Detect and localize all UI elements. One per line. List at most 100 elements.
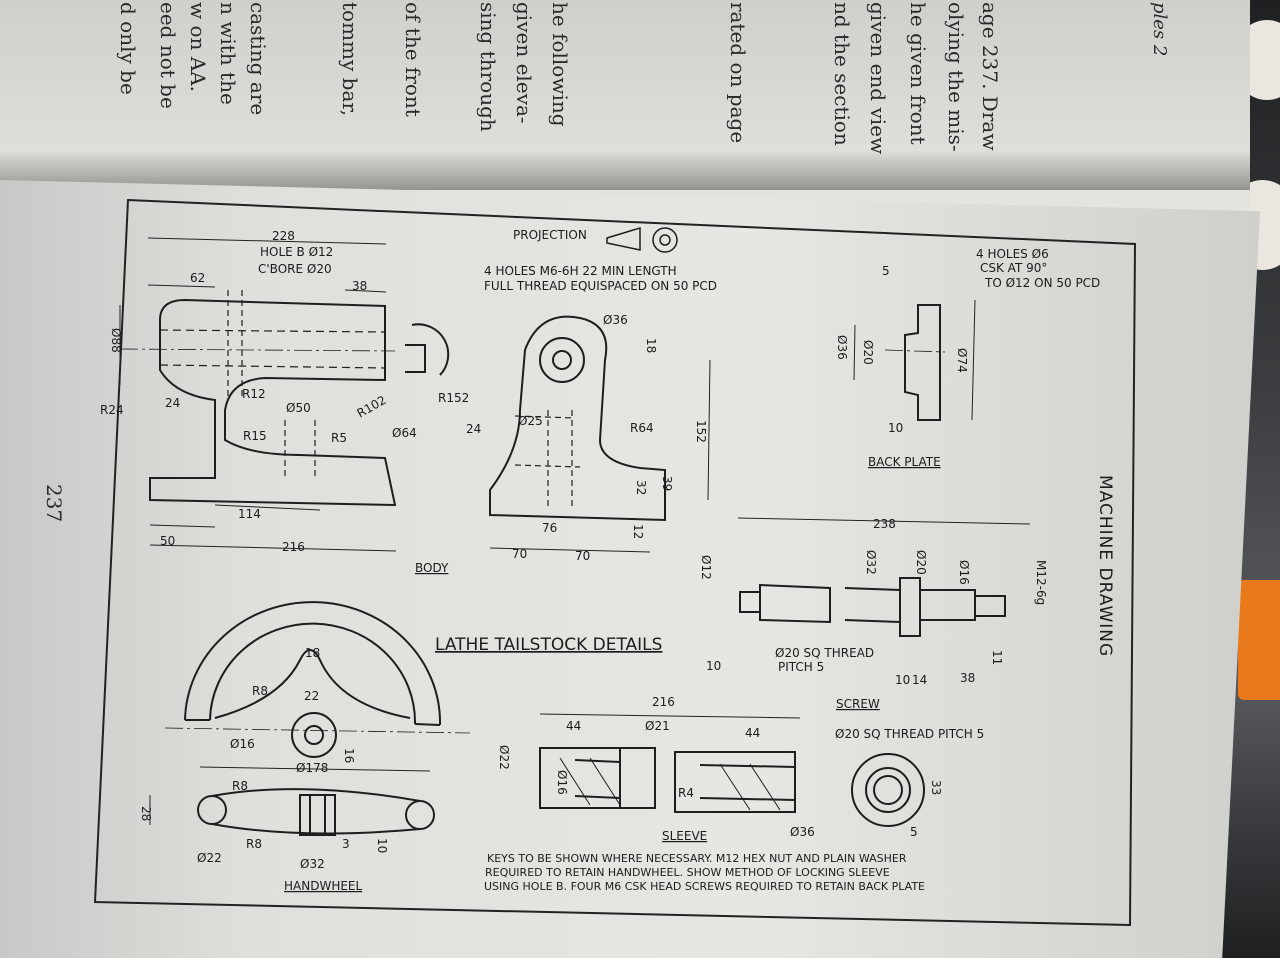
handwheel-front xyxy=(164,601,471,758)
svg-text:PITCH 5: PITCH 5 xyxy=(778,660,824,674)
svg-text:HOLE B Ø12: HOLE B Ø12 xyxy=(260,245,333,259)
svg-text:32: 32 xyxy=(634,480,648,495)
svg-text:Ø22: Ø22 xyxy=(497,745,511,770)
sleeve-dim-lines xyxy=(539,713,801,719)
svg-text:39: 39 xyxy=(660,476,674,491)
section-symbol xyxy=(405,323,450,376)
svg-text:14: 14 xyxy=(912,673,927,687)
svg-text:Ø16: Ø16 xyxy=(555,770,569,795)
svg-text:18: 18 xyxy=(305,646,320,660)
svg-text:R152: R152 xyxy=(438,391,469,405)
projection-symbol xyxy=(606,226,678,253)
svg-text:Ø50: Ø50 xyxy=(286,401,311,415)
svg-text:R64: R64 xyxy=(630,421,654,435)
svg-text:Ø178: Ø178 xyxy=(296,761,328,775)
svg-text:Ø32: Ø32 xyxy=(300,857,325,871)
back-plate-dim-lines xyxy=(853,299,976,421)
svg-text:R8: R8 xyxy=(232,779,248,793)
projection-notes: PROJECTION 4 HOLES M6-6H 22 MIN LENGTH F… xyxy=(484,228,717,293)
svg-text:SLEEVE: SLEEVE xyxy=(662,829,707,843)
svg-text:5: 5 xyxy=(910,825,918,839)
svg-text:R5: R5 xyxy=(331,431,347,445)
svg-text:Ø32: Ø32 xyxy=(864,550,878,575)
body-elevation xyxy=(119,290,397,507)
screw xyxy=(739,577,1006,637)
svg-text:10: 10 xyxy=(375,838,389,853)
svg-text:KEYS TO BE SHOWN WHERE NECESSA: KEYS TO BE SHOWN WHERE NECESSARY. M12 HE… xyxy=(487,852,907,865)
svg-text:Ø88: Ø88 xyxy=(109,328,123,353)
handwheel-side xyxy=(197,788,435,836)
svg-text:Ø64: Ø64 xyxy=(392,426,417,440)
svg-text:USING HOLE B. FOUR M6 CSK HEAD: USING HOLE B. FOUR M6 CSK HEAD SCREWS RE… xyxy=(484,880,925,893)
svg-text:M12-6g: M12-6g xyxy=(1034,560,1048,605)
back-plate xyxy=(884,304,946,421)
sleeve xyxy=(539,747,925,827)
body-dimension-lines xyxy=(119,237,397,552)
svg-text:R8: R8 xyxy=(246,837,262,851)
drawing-title: LATHE TAILSTOCK DETAILS xyxy=(435,635,662,655)
svg-text:BODY: BODY xyxy=(415,561,449,575)
svg-text:Ø25: Ø25 xyxy=(518,414,543,428)
svg-text:10: 10 xyxy=(706,659,721,673)
svg-text:Ø74: Ø74 xyxy=(955,348,969,373)
svg-text:12: 12 xyxy=(631,524,645,539)
back-plate-texts: 4 HOLES Ø6 CSK AT 90° TO Ø12 ON 50 PCD 5… xyxy=(835,247,1100,469)
svg-text:FULL THREAD EQUISPACED ON 50 P: FULL THREAD EQUISPACED ON 50 PCD xyxy=(484,279,717,293)
svg-text:C'BORE Ø20: C'BORE Ø20 xyxy=(258,262,332,276)
svg-text:38: 38 xyxy=(960,671,975,685)
svg-text:Ø36: Ø36 xyxy=(790,825,815,839)
svg-text:R15: R15 xyxy=(243,429,267,443)
handwheel-texts: 18 R8 22 Ø16 16 Ø178 R8 28 R8 3 10 Ø22 Ø… xyxy=(139,646,389,893)
svg-text:216: 216 xyxy=(282,540,305,554)
svg-text:18: 18 xyxy=(644,338,658,353)
svg-text:28: 28 xyxy=(139,806,153,821)
svg-text:Ø20 SQ THREAD: Ø20 SQ THREAD xyxy=(775,646,874,660)
body-end-dim-lines xyxy=(489,359,711,553)
svg-text:R24: R24 xyxy=(100,403,124,417)
svg-text:R8: R8 xyxy=(252,684,268,698)
orange-sticker xyxy=(1238,580,1280,700)
svg-text:R4: R4 xyxy=(678,786,694,800)
svg-text:BACK PLATE: BACK PLATE xyxy=(868,455,941,469)
svg-text:238: 238 xyxy=(873,517,896,531)
svg-text:24: 24 xyxy=(466,422,481,436)
svg-text:Ø21: Ø21 xyxy=(645,719,670,733)
svg-text:76: 76 xyxy=(542,521,557,535)
svg-text:216: 216 xyxy=(652,695,675,709)
svg-text:PROJECTION: PROJECTION xyxy=(513,228,587,242)
right-page xyxy=(0,180,1260,958)
sleeve-texts: 216 44 Ø21 44 Ø20 SQ THREAD PITCH 5 Ø22 … xyxy=(497,695,984,843)
keys-note: KEYS TO BE SHOWN WHERE NECESSARY. M12 HE… xyxy=(484,852,925,893)
svg-text:R102: R102 xyxy=(355,393,389,421)
svg-text:Ø36: Ø36 xyxy=(603,313,628,327)
svg-text:70: 70 xyxy=(512,547,527,561)
svg-text:38: 38 xyxy=(352,279,367,293)
svg-text:16: 16 xyxy=(342,748,356,763)
page-gutter-shadow xyxy=(0,150,1250,190)
svg-text:114: 114 xyxy=(238,507,261,521)
svg-text:152: 152 xyxy=(694,420,708,443)
svg-text:REQUIRED TO RETAIN HANDWHEEL.: REQUIRED TO RETAIN HANDWHEEL. SHOW METHO… xyxy=(485,866,890,879)
svg-text:4 HOLES Ø6: 4 HOLES Ø6 xyxy=(976,247,1049,261)
svg-text:44: 44 xyxy=(745,726,760,740)
svg-text:33: 33 xyxy=(929,780,943,795)
svg-text:R12: R12 xyxy=(242,387,266,401)
side-title: MACHINE DRAWING xyxy=(1095,475,1115,657)
svg-text:10: 10 xyxy=(895,673,910,687)
svg-text:Ø20 SQ THREAD PITCH 5: Ø20 SQ THREAD PITCH 5 xyxy=(835,727,984,741)
svg-text:Ø16: Ø16 xyxy=(230,737,255,751)
svg-text:22: 22 xyxy=(304,689,319,703)
svg-text:Ø22: Ø22 xyxy=(197,851,222,865)
svg-text:TO Ø12 ON 50 PCD: TO Ø12 ON 50 PCD xyxy=(984,276,1100,290)
body-end-dims: R152 Ø36 18 Ø25 R64 24 152 32 39 76 70 7… xyxy=(415,313,708,575)
svg-text:4 HOLES M6-6H 22 MIN LENGTH: 4 HOLES M6-6H 22 MIN LENGTH xyxy=(484,264,677,278)
svg-text:50: 50 xyxy=(160,534,175,548)
svg-text:70: 70 xyxy=(575,549,590,563)
svg-text:HANDWHEEL: HANDWHEEL xyxy=(284,879,363,893)
svg-text:Ø20: Ø20 xyxy=(861,340,875,365)
svg-text:44: 44 xyxy=(566,719,581,733)
svg-text:24: 24 xyxy=(165,396,180,410)
svg-text:10: 10 xyxy=(888,421,903,435)
svg-text:Ø16: Ø16 xyxy=(957,560,971,585)
